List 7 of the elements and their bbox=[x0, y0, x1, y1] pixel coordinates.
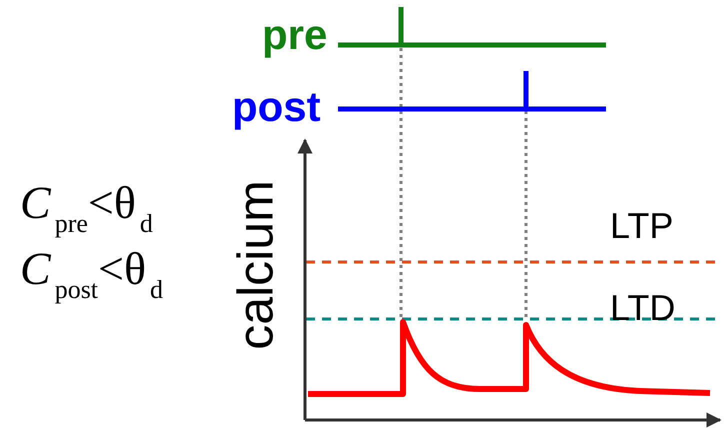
signal-label: post bbox=[232, 86, 321, 128]
signal-label: pre bbox=[262, 14, 328, 56]
formula: C$_{pre}$<θ$_{d}$ bbox=[20, 180, 153, 238]
formula: C$_{post}$<θ$_{d}$ bbox=[20, 246, 164, 304]
threshold-label: LTP bbox=[610, 208, 674, 244]
threshold-label: LTD bbox=[610, 290, 676, 326]
axis-label: calcium bbox=[230, 180, 281, 350]
